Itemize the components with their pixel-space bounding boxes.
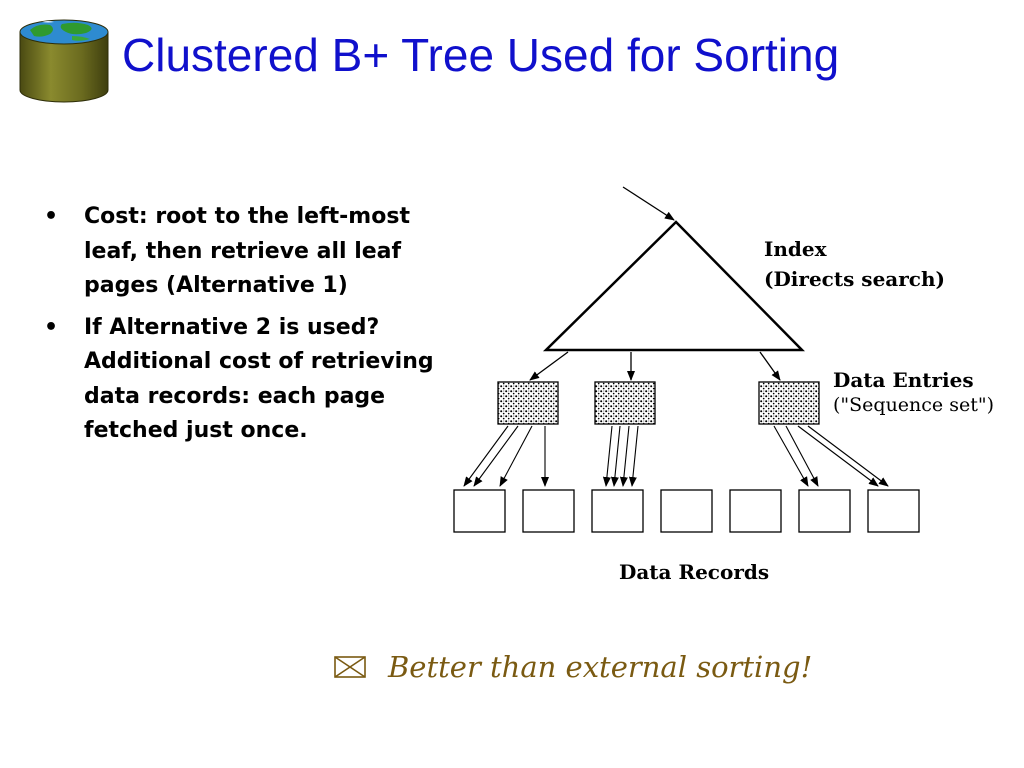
data-entries-sublabel: ("Sequence set") bbox=[833, 394, 994, 416]
bullet-text: Cost: root to the left-most leaf, then r… bbox=[84, 204, 410, 298]
footer-note: Better than external sorting! bbox=[334, 650, 812, 684]
entry-to-record-arrow bbox=[797, 425, 879, 487]
index-label: Index bbox=[764, 237, 828, 261]
data-entry-page bbox=[497, 381, 559, 425]
index-to-entry-arrow bbox=[759, 351, 781, 381]
data-record-page bbox=[591, 489, 644, 533]
data-record-page bbox=[867, 489, 920, 533]
data-record-page bbox=[522, 489, 575, 533]
bullet-marker: • bbox=[44, 204, 59, 229]
envelope-icon bbox=[334, 656, 366, 678]
entry-to-record-arrow bbox=[602, 425, 613, 487]
btree-diagram: Index (Directs search) Data Entries ("Se… bbox=[453, 186, 994, 584]
entry-to-record-arrow bbox=[463, 425, 509, 487]
data-record-page bbox=[660, 489, 713, 533]
entry-to-record-arrow bbox=[473, 425, 519, 487]
entry-to-record-arrow bbox=[773, 425, 809, 487]
bullet-item-alternative-2: • If Alternative 2 is used? Additional c… bbox=[44, 311, 434, 449]
entry-to-record-arrow bbox=[619, 425, 630, 487]
slide-title: Clustered B+ Tree Used for Sorting bbox=[122, 29, 840, 81]
index-triangle bbox=[542, 220, 805, 352]
entry-to-record-arrow bbox=[610, 425, 621, 487]
entry-to-record-arrow bbox=[499, 425, 533, 487]
index-sublabel: (Directs search) bbox=[764, 267, 945, 291]
data-record-page bbox=[729, 489, 782, 533]
entry-to-record-arrow bbox=[628, 425, 639, 487]
data-record-page bbox=[798, 489, 851, 533]
data-record-page bbox=[453, 489, 506, 533]
index-to-entry-arrow bbox=[529, 351, 569, 381]
bullet-item-cost: • Cost: root to the left-most leaf, then… bbox=[44, 200, 434, 304]
entry-to-record-arrow bbox=[807, 425, 889, 487]
entry-to-record-arrow bbox=[785, 425, 819, 487]
bullet-text: If Alternative 2 is used? Additional cos… bbox=[84, 314, 434, 444]
data-entry-page bbox=[758, 381, 820, 425]
data-entries-label: Data Entries bbox=[833, 368, 974, 392]
bullet-marker: • bbox=[44, 314, 59, 340]
footer-text: Better than external sorting! bbox=[388, 650, 813, 684]
root-pointer-arrow bbox=[622, 186, 675, 221]
bullet-list: • Cost: root to the left-most leaf, then… bbox=[44, 200, 434, 456]
data-records-label: Data Records bbox=[619, 560, 769, 584]
data-entry-page bbox=[594, 381, 656, 425]
database-globe-icon bbox=[19, 19, 109, 103]
